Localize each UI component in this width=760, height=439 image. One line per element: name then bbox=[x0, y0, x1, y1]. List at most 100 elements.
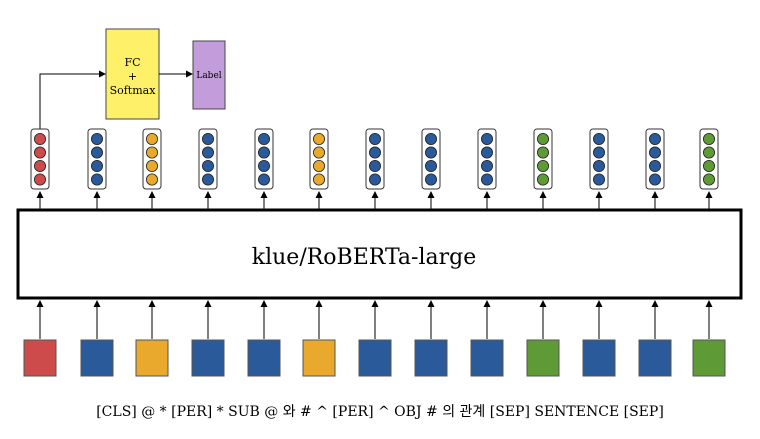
vector-unit bbox=[91, 173, 104, 186]
vector-unit bbox=[34, 132, 47, 145]
vector-unit bbox=[312, 159, 325, 172]
input-token-green bbox=[526, 339, 560, 377]
vector-unit bbox=[368, 173, 381, 186]
vector-unit bbox=[257, 159, 270, 172]
sequence-token: SENTENCE bbox=[530, 404, 619, 420]
output-vector-red bbox=[30, 128, 50, 190]
vector-unit bbox=[91, 159, 104, 172]
vector-unit bbox=[480, 146, 493, 159]
sequence-token: ^ bbox=[374, 404, 390, 420]
input-token-blue bbox=[80, 339, 114, 377]
sequence-token: [PER] bbox=[328, 404, 374, 420]
encoder-box bbox=[16, 208, 743, 300]
sequence-token: SUB bbox=[224, 404, 260, 420]
output-vector-orange bbox=[309, 128, 329, 190]
output-vector-blue bbox=[198, 128, 218, 190]
input-token-orange bbox=[135, 339, 169, 377]
output-vector-blue bbox=[477, 128, 497, 190]
vector-unit bbox=[649, 173, 662, 186]
vector-unit bbox=[257, 146, 270, 159]
fc-label: FC bbox=[124, 56, 140, 69]
sequence-token: # bbox=[422, 404, 438, 420]
vector-unit bbox=[257, 173, 270, 186]
input-token-orange bbox=[302, 339, 336, 377]
vector-unit bbox=[368, 159, 381, 172]
output-vector-green bbox=[699, 128, 719, 190]
output-vector-blue bbox=[365, 128, 385, 190]
vector-unit bbox=[145, 132, 158, 145]
vector-unit bbox=[257, 132, 270, 145]
output-vector-blue bbox=[254, 128, 274, 190]
input-token-blue bbox=[191, 339, 225, 377]
fc-plus-label: + bbox=[128, 70, 137, 83]
sequence-token: [SEP] bbox=[485, 404, 530, 420]
vector-unit bbox=[34, 159, 47, 172]
vector-unit bbox=[201, 132, 214, 145]
vector-unit bbox=[593, 159, 606, 172]
sequence-token: [CLS] bbox=[96, 404, 137, 420]
vector-unit bbox=[537, 146, 550, 159]
sequence-token: @ bbox=[260, 404, 278, 420]
vector-unit bbox=[480, 173, 493, 186]
sequence-token: * bbox=[155, 404, 166, 420]
vector-unit bbox=[703, 132, 716, 145]
vector-unit bbox=[649, 132, 662, 145]
vector-unit bbox=[34, 173, 47, 186]
vector-unit bbox=[201, 173, 214, 186]
sequence-token: 의 bbox=[438, 404, 455, 420]
vector-unit bbox=[649, 159, 662, 172]
vector-unit bbox=[34, 146, 47, 159]
output-vector-blue bbox=[421, 128, 441, 190]
input-token-red bbox=[23, 339, 57, 377]
vector-unit bbox=[593, 146, 606, 159]
sequence-token: [SEP] bbox=[619, 404, 664, 420]
cls-to-fc-arrow bbox=[39, 70, 106, 129]
vector-unit bbox=[537, 173, 550, 186]
vector-unit bbox=[703, 173, 716, 186]
vector-unit bbox=[480, 132, 493, 145]
vector-unit bbox=[201, 146, 214, 159]
sequence-token: @ bbox=[137, 404, 155, 420]
sequence-token: # bbox=[296, 404, 312, 420]
vector-unit bbox=[312, 146, 325, 159]
output-vector-green bbox=[533, 128, 553, 190]
output-vector-blue bbox=[87, 128, 107, 190]
vector-unit bbox=[424, 146, 437, 159]
input-token-blue bbox=[414, 339, 448, 377]
vector-unit bbox=[368, 132, 381, 145]
fc-softmax-box bbox=[105, 28, 160, 120]
vector-unit bbox=[537, 159, 550, 172]
vector-unit bbox=[201, 159, 214, 172]
vector-unit bbox=[145, 173, 158, 186]
output-vector-blue bbox=[589, 128, 609, 190]
vector-unit bbox=[91, 146, 104, 159]
sequence-token: OBJ bbox=[390, 404, 422, 420]
sequence-token: ^ bbox=[312, 404, 328, 420]
input-token-blue bbox=[470, 339, 504, 377]
input-token-blue bbox=[247, 339, 281, 377]
sequence-token: [PER] bbox=[167, 404, 213, 420]
vector-unit bbox=[593, 132, 606, 145]
vector-unit bbox=[703, 159, 716, 172]
vector-unit bbox=[703, 146, 716, 159]
vector-unit bbox=[424, 173, 437, 186]
vector-unit bbox=[312, 132, 325, 145]
sequence-token: * bbox=[212, 404, 223, 420]
token-columns bbox=[23, 128, 726, 377]
vector-unit bbox=[91, 132, 104, 145]
output-vector-orange bbox=[142, 128, 162, 190]
label-box bbox=[192, 40, 226, 110]
encoder-label: klue/RoBERTa-large bbox=[252, 245, 476, 270]
vector-unit bbox=[312, 173, 325, 186]
sequence-token: 관계 bbox=[455, 404, 485, 420]
input-token-blue bbox=[582, 339, 616, 377]
vector-unit bbox=[145, 146, 158, 159]
input-token-blue bbox=[358, 339, 392, 377]
vector-unit bbox=[593, 173, 606, 186]
input-sequence: [CLS] @ * [PER] * SUB @ 와 # ^ [PER] ^ OB… bbox=[96, 404, 664, 420]
vector-unit bbox=[424, 132, 437, 145]
softmax-label: Softmax bbox=[110, 84, 157, 97]
vector-unit bbox=[537, 132, 550, 145]
label-text: Label bbox=[196, 71, 221, 81]
vector-unit bbox=[145, 159, 158, 172]
